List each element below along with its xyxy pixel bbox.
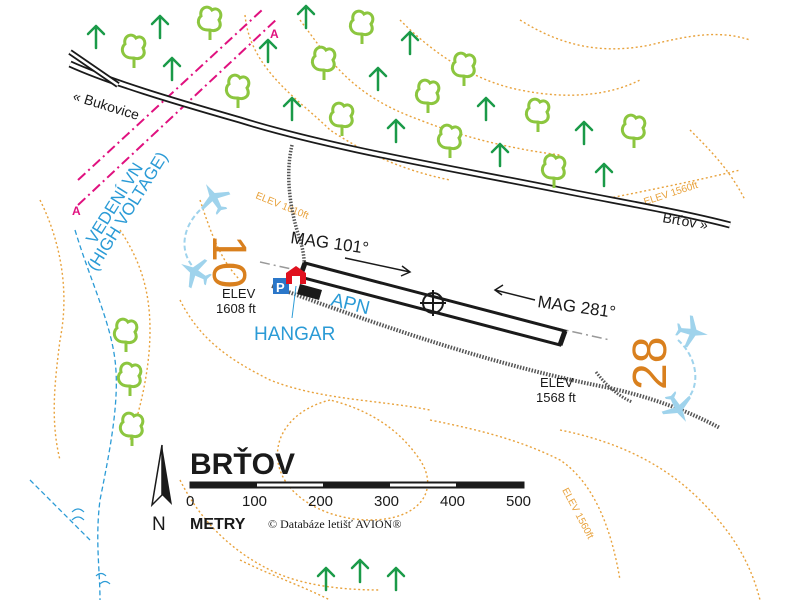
- contour-label-1610: ELEV 1610ft: [254, 191, 310, 222]
- deciduous-tree-icon: [196, 5, 223, 40]
- conifer-tree-icon: [316, 566, 336, 592]
- conifer-tree-icon: [350, 558, 370, 584]
- power-line: [77, 9, 279, 206]
- hangar-leader-line: [291, 285, 297, 319]
- deciduous-trees: [112, 5, 647, 446]
- scale-tick-label: 200: [308, 493, 333, 510]
- conifer-tree-icon: [296, 4, 316, 30]
- arrow-runway-28-icon: [493, 284, 536, 301]
- power-line-pylons: A A: [72, 27, 279, 218]
- hangar-building-icon: [286, 266, 306, 284]
- conifer-tree-icon: [574, 120, 594, 146]
- runway-designator-28: 28: [624, 337, 677, 390]
- conifer-tree-icon: [282, 96, 302, 122]
- north-label: N: [152, 514, 166, 535]
- conifer-tree-icon: [258, 38, 278, 64]
- aircraft-icon: [201, 184, 231, 215]
- streams: [29, 229, 117, 600]
- conifer-tree-icon: [476, 96, 496, 122]
- road-label-bukovice: « Bukovice: [71, 88, 141, 123]
- deciduous-tree-icon: [328, 101, 355, 136]
- deciduous-tree-icon: [120, 33, 147, 68]
- contour-lines: [39, 14, 761, 600]
- deciduous-tree-icon: [118, 411, 145, 446]
- deciduous-tree-icon: [116, 361, 143, 396]
- threshold-elev-value-10: 1608 ft: [216, 301, 256, 316]
- scale-tick-label: 100: [242, 493, 267, 510]
- threshold-elev-value-28: 1568 ft: [536, 390, 576, 405]
- main-road: [68, 49, 731, 229]
- deciduous-tree-icon: [436, 123, 463, 158]
- runway-designator-10: 10: [202, 235, 255, 288]
- threshold-elev-label-10: ELEV: [222, 286, 256, 301]
- parking-sign: P: [273, 278, 289, 295]
- conifer-tree-icon: [150, 14, 170, 40]
- copyright-notice: © Databáze letišť AVION®: [268, 517, 401, 531]
- deciduous-tree-icon: [524, 97, 551, 132]
- deciduous-tree-icon: [450, 51, 477, 86]
- conifer-tree-icon: [594, 162, 614, 188]
- mag-heading-10: MAG 101°: [289, 228, 369, 258]
- deciduous-tree-icon: [224, 73, 251, 108]
- north-arrow-icon: N: [150, 444, 172, 535]
- conifer-tree-icon: [86, 24, 106, 50]
- deciduous-tree-icon: [414, 78, 441, 113]
- hangar-label: HANGAR: [254, 324, 335, 345]
- conifer-tree-icon: [490, 142, 510, 168]
- contour-label-1560-east: ELEV 1560ft: [643, 180, 700, 208]
- deciduous-tree-icon: [540, 153, 567, 188]
- scale-tick-label: 300: [374, 493, 399, 510]
- scale-bar-ticks: 0 100 200 300 400 500: [186, 493, 531, 510]
- circuit-arcs: [183, 209, 697, 403]
- arrow-runway-10-icon: [344, 257, 412, 277]
- aircraft-icon: [675, 315, 708, 348]
- parking-icon: P: [276, 280, 285, 295]
- water-symbols: [71, 508, 111, 585]
- scale-tick-label: 400: [440, 493, 465, 510]
- aircraft-icon: [661, 391, 691, 422]
- airfield-name: BRŤOV: [190, 447, 295, 481]
- apron-building-icon: [297, 284, 322, 300]
- contour-label-1560-south: ELEV 1560ft: [559, 486, 595, 541]
- deciduous-tree-icon: [112, 317, 139, 352]
- deciduous-tree-icon: [620, 113, 647, 148]
- conifer-tree-icon: [368, 66, 388, 92]
- scale-unit-label: METRY: [190, 516, 246, 533]
- aircraft-icon: [181, 259, 212, 289]
- pylon-icon: A: [270, 27, 279, 41]
- conifer-tree-icon: [386, 118, 406, 144]
- scale-tick-label: 500: [506, 493, 531, 510]
- pylon-icon: A: [72, 204, 81, 218]
- threshold-elev-label-28: ELEV: [540, 375, 574, 390]
- conifer-tree-icon: [400, 30, 420, 56]
- conifer-tree-icon: [162, 56, 182, 82]
- coniferous-trees: [86, 4, 614, 592]
- approach-aircraft-icons: [181, 184, 708, 422]
- mag-heading-28: MAG 281°: [536, 292, 616, 322]
- airfield-reference-point-icon: [420, 290, 446, 316]
- scale-tick-label: 0: [186, 493, 194, 510]
- deciduous-tree-icon: [348, 9, 375, 44]
- deciduous-tree-icon: [310, 45, 337, 80]
- scale-bar: [189, 481, 525, 489]
- road-label-brtov: Brťov »: [661, 209, 709, 233]
- conifer-tree-icon: [386, 566, 406, 592]
